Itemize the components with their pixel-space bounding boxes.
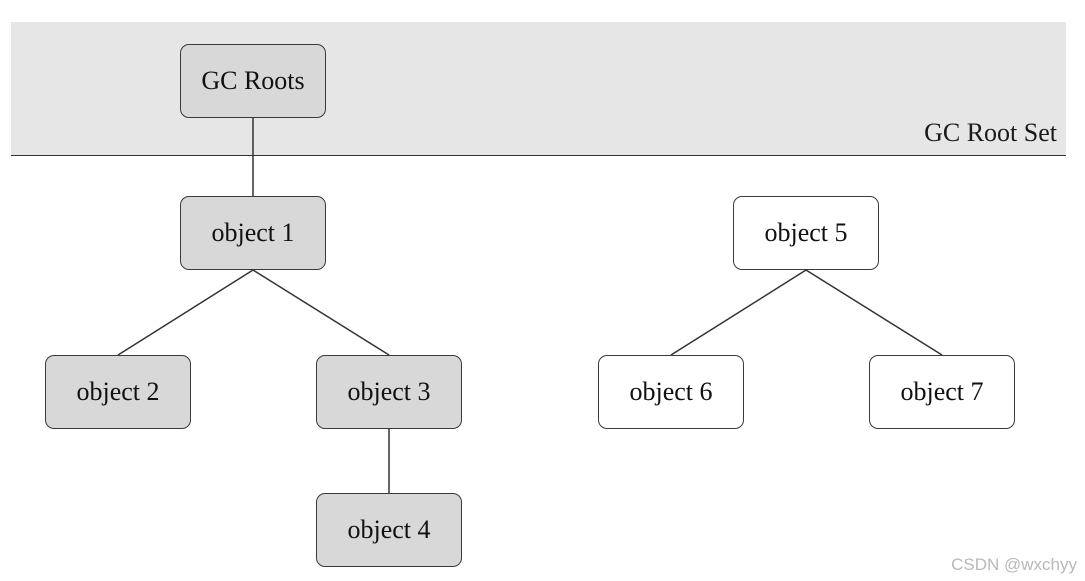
node-object-3-label: object 3 bbox=[347, 377, 431, 406]
gc-root-set-label: GC Root Set bbox=[924, 118, 1057, 147]
node-object-1: object 1 bbox=[180, 196, 326, 270]
edge-object5-object7 bbox=[805, 269, 943, 356]
edge-object1-object2 bbox=[117, 269, 254, 356]
edge-object5-object6 bbox=[670, 269, 807, 356]
edge-object1-object3 bbox=[252, 269, 390, 356]
node-object-4-label: object 4 bbox=[347, 515, 431, 544]
node-object-2: object 2 bbox=[45, 355, 191, 429]
node-gc-roots: GC Roots bbox=[180, 44, 326, 118]
node-object-5-label: object 5 bbox=[764, 218, 848, 247]
gc-root-set-boundary bbox=[11, 155, 1066, 156]
node-object-6: object 6 bbox=[598, 355, 744, 429]
watermark-text: CSDN @wxchyy bbox=[951, 555, 1077, 574]
node-object-3: object 3 bbox=[316, 355, 462, 429]
node-object-5: object 5 bbox=[733, 196, 879, 270]
node-object-4: object 4 bbox=[316, 493, 462, 567]
node-object-7: object 7 bbox=[869, 355, 1015, 429]
node-object-1-label: object 1 bbox=[211, 218, 295, 247]
node-gc-roots-label: GC Roots bbox=[201, 66, 305, 95]
node-object-2-label: object 2 bbox=[76, 377, 160, 406]
node-object-7-label: object 7 bbox=[900, 377, 984, 406]
node-object-6-label: object 6 bbox=[629, 377, 713, 406]
